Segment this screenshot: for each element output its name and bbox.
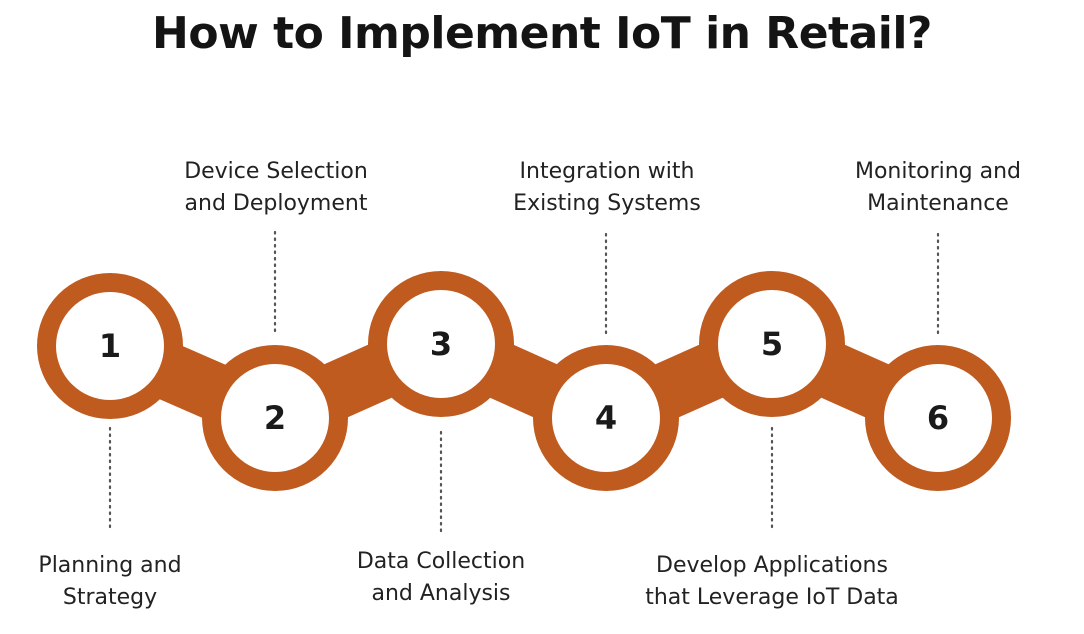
step-5-number: 5 [760, 325, 784, 363]
step-4-inner-circle [552, 364, 660, 472]
step-2-inner-circle [221, 364, 329, 472]
step-1-number: 1 [98, 327, 122, 365]
step-1-inner-circle [56, 292, 164, 400]
step-4-number: 4 [594, 399, 618, 437]
step-rings [37, 271, 1011, 491]
step-1-label: Planning and Strategy [38, 553, 182, 610]
step-4-label: Integration with Existing Systems [513, 159, 701, 216]
step-6-label: Monitoring and Maintenance [854, 159, 1022, 216]
step-2-label: Device Selection and Deployment [184, 159, 368, 216]
page-title: How to Implement IoT in Retail? [152, 8, 932, 59]
step-3-inner-circle [387, 290, 495, 398]
step-3-number: 3 [429, 325, 453, 363]
leader-lines [108, 230, 940, 534]
step-3-label: Data Collection and Analysis [356, 549, 526, 606]
step-6-number: 6 [926, 399, 950, 437]
step-6-inner-circle [884, 364, 992, 472]
step-5-label: Develop Applications that Leverage IoT D… [645, 553, 899, 610]
step-5-inner-circle [718, 290, 826, 398]
step-2-number: 2 [263, 399, 287, 437]
